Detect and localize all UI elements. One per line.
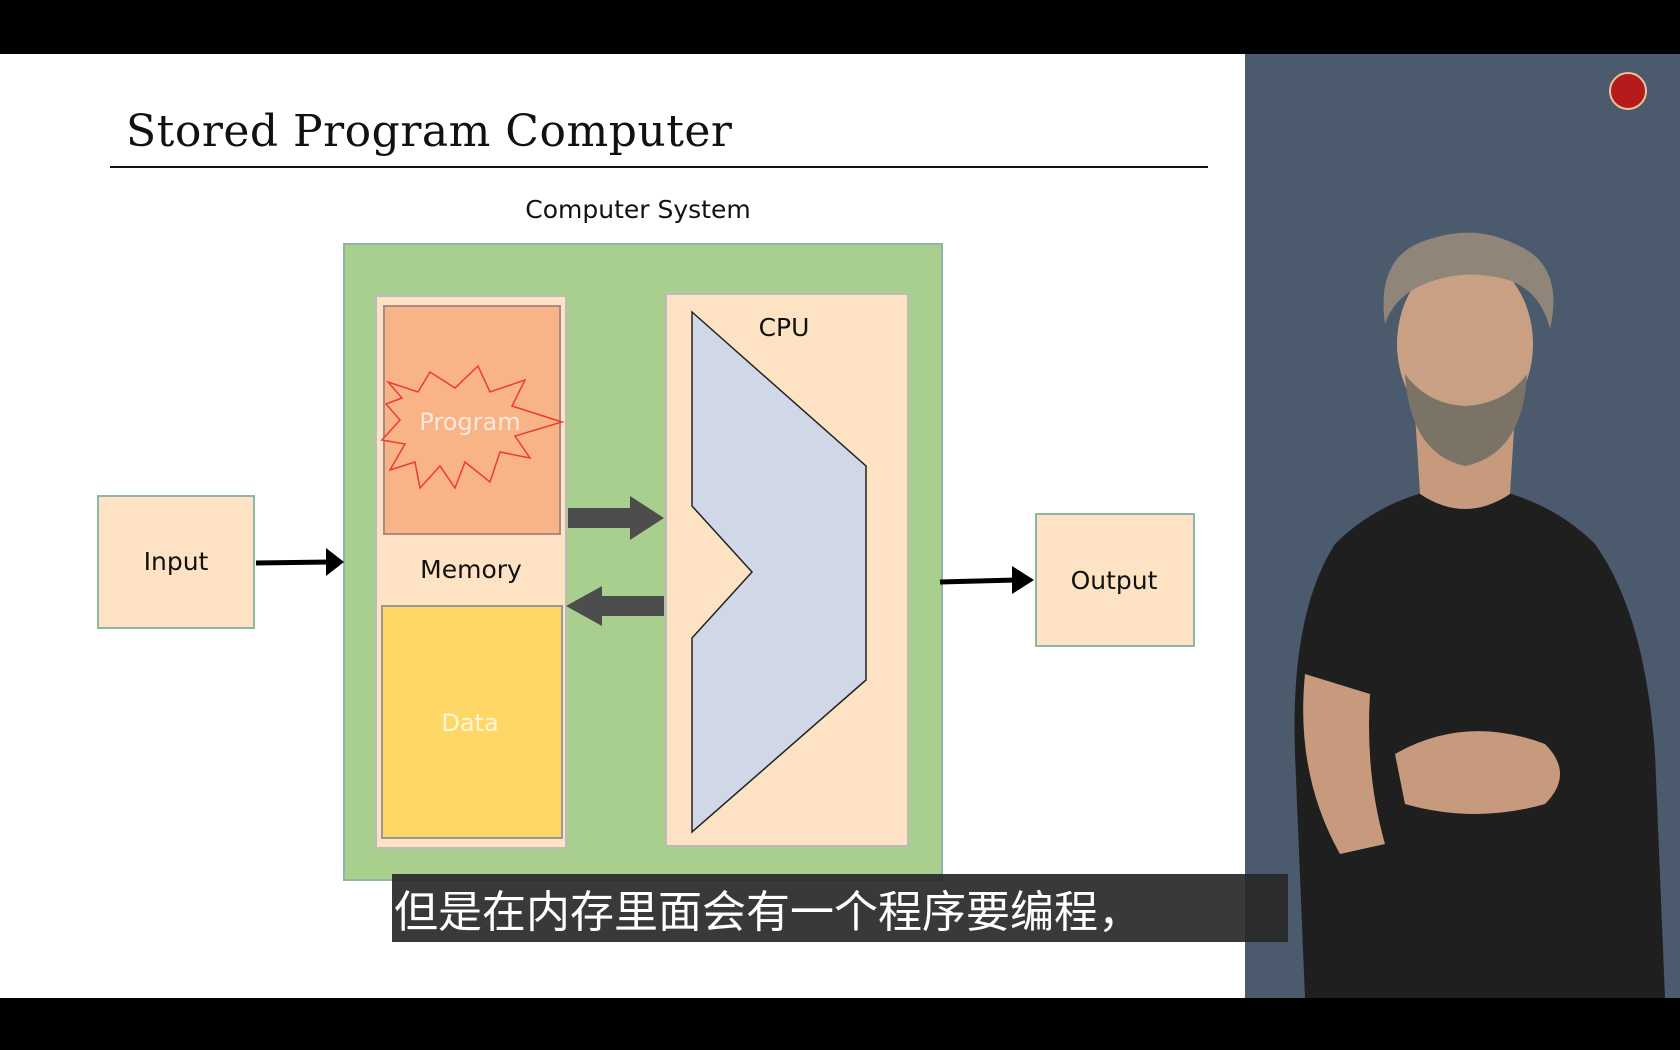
letterbox-top: [0, 0, 1680, 54]
input-arrow-head: [326, 548, 344, 576]
presenter-video-panel: [1245, 54, 1680, 998]
memory-label: Memory: [420, 555, 522, 584]
presenter-figure: [1294, 232, 1665, 998]
letterbox-bottom: [0, 998, 1680, 1050]
stored-program-diagram: Computer System Program Memory Data CPU …: [97, 195, 1195, 881]
channel-logo-icon: [1609, 72, 1647, 110]
program-label: Program: [419, 408, 520, 436]
subtitle-bar: 但是在内存里面会有一个程序要编程，: [392, 874, 1288, 942]
memory-to-cpu-arrow: [568, 496, 664, 540]
computer-system-label: Computer System: [525, 195, 750, 224]
input-label: Input: [144, 547, 209, 576]
data-region: [381, 605, 563, 839]
subtitle-text: 但是在内存里面会有一个程序要编程，: [394, 887, 1142, 938]
data-label: Data: [441, 709, 498, 737]
cpu-alu-shape: [691, 310, 867, 834]
output-arrow: [939, 577, 1017, 585]
output-box: [1035, 513, 1195, 647]
slide-title: Stored Program Computer: [126, 106, 733, 157]
input-arrow: [255, 559, 331, 566]
program-starburst: [380, 364, 565, 490]
cpu-to-memory-arrow: [566, 586, 664, 626]
title-rule: [110, 166, 1208, 168]
output-arrow-head: [1012, 566, 1034, 594]
input-box: [97, 495, 255, 629]
cpu-label: CPU: [759, 313, 810, 342]
output-label: Output: [1071, 566, 1158, 595]
